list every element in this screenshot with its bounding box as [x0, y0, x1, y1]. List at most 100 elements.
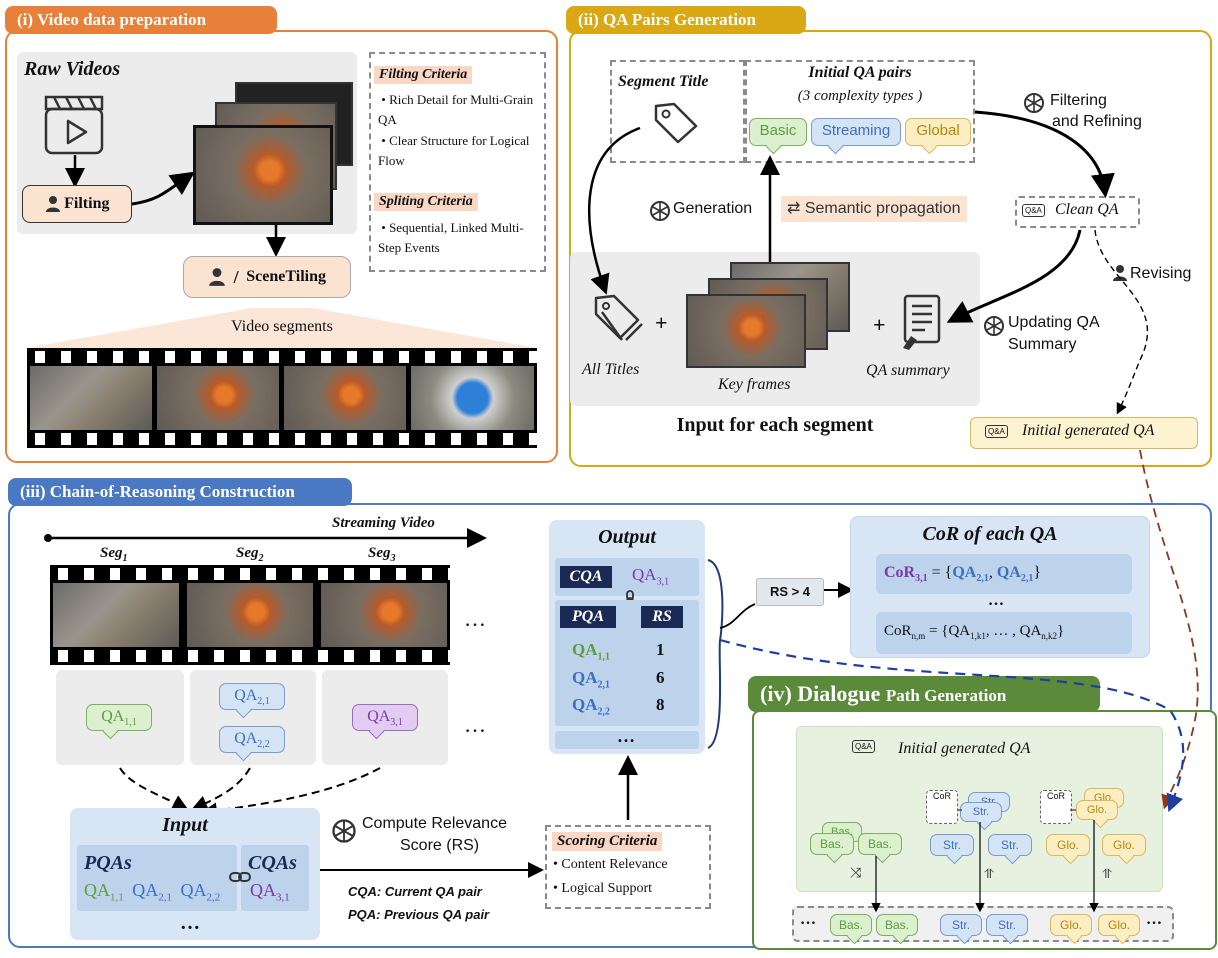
clean-qa-label: Clean QA — [1055, 201, 1119, 218]
output-dots: … — [617, 726, 635, 746]
pqa-list: QA1,1 QA2,1 QA2,2 — [84, 880, 220, 904]
filtering-label: Filtering — [1050, 92, 1107, 109]
cor-dots: … — [988, 592, 1004, 609]
spliting-criterion-1: • Sequential, Linked Multi-Step Events — [378, 220, 524, 255]
semantic-text: Semantic propagation — [804, 200, 961, 217]
dialogue-initial-qa-label: Initial generated QA — [898, 740, 1031, 757]
spliting-criteria-title: Spliting Criteria — [374, 193, 478, 211]
cor-chain-str: CoR — [926, 790, 958, 824]
cqas-label: CQAs — [248, 852, 297, 874]
and-refining-label: and Refining — [1052, 113, 1142, 130]
compute-relevance-label: Compute Relevance — [362, 815, 507, 832]
initial-generated-qa-box — [970, 417, 1198, 449]
initial-qa-box — [745, 60, 975, 163]
str-bubble-1: Str. — [930, 834, 974, 856]
rs-header: RS — [641, 606, 683, 628]
summary-label: Summary — [1008, 336, 1077, 353]
panel-title-video-data-preparation: (i) Video data preparation — [5, 6, 277, 34]
qa-summary-label: QA summary — [866, 362, 950, 379]
path-str-2: Str. — [986, 914, 1028, 936]
fc-item-2-text: Clear Structure for Logical Flow — [378, 133, 530, 168]
pqas-box — [77, 845, 237, 911]
panel-title-chain-of-reasoning: (iii) Chain-of-Reasoning Construction — [8, 478, 352, 506]
panel-video-data-preparation — [5, 30, 558, 463]
video-segments-filmstrip — [27, 348, 537, 448]
qa-1-1-bubble: QA1,1 — [86, 704, 152, 731]
segments-filmstrip — [50, 565, 450, 665]
pqa-item-1: QA1,1 — [84, 880, 124, 904]
streaming-video-label: Streaming Video — [332, 515, 435, 531]
output-row-1-rs: 1 — [656, 640, 665, 659]
filting-button[interactable]: Filting — [22, 185, 132, 223]
dialogue-title-b: Path Generation — [885, 686, 1007, 705]
cor-tag-str: CoR — [932, 791, 951, 801]
str-bubble-2: Str. — [988, 834, 1032, 856]
sort-icon: ⥣ — [984, 866, 994, 881]
cor-chain-glo: CoR — [1040, 790, 1072, 824]
bas-bubble-2: Bas. — [858, 833, 902, 855]
segment-thumb-1 — [30, 366, 152, 430]
video-frame-front — [193, 125, 333, 225]
pqas-label: PQAs — [84, 852, 132, 874]
sort-icon: ⥣ — [1102, 866, 1112, 881]
seg-1-thumb — [53, 583, 179, 647]
pqa-item-2: QA2,1 — [132, 880, 172, 904]
qa-chat-icon: Q&A — [1022, 204, 1045, 217]
scenetiling-label: SceneTiling — [246, 268, 326, 285]
cor-row-1-text: CoR3,1 = {QA2,1, QA2,1} — [884, 564, 1041, 585]
qa-2-1-bubble: QA2,1 — [219, 683, 285, 710]
shuffle-icon: ⤨ — [850, 864, 862, 880]
filting-criteria-title: Filting Criteria — [374, 66, 473, 84]
cor-row-2 — [876, 612, 1132, 654]
document-pen-icon — [897, 292, 947, 352]
swap-icon: ⇄ — [787, 200, 805, 217]
pqa-item-3: QA2,2 — [180, 880, 221, 904]
seg-3-thumb — [321, 583, 447, 647]
plus-sign-1: + — [655, 310, 668, 335]
output-row-2-qa: QA2,1 — [572, 668, 610, 691]
plus-sign-2: + — [873, 312, 886, 337]
scenetiling-button[interactable]: / SceneTiling — [183, 256, 351, 298]
cor-row-1 — [876, 554, 1132, 594]
initial-generated-qa-label: Initial generated QA — [1022, 422, 1155, 439]
openai-logo-icon — [1022, 91, 1046, 115]
seg-2-thumb — [187, 583, 313, 647]
output-more-row — [555, 731, 699, 749]
chain-link-icon — [229, 870, 251, 884]
cor-title: CoR of each QA — [922, 523, 1058, 545]
all-titles-label: All Titles — [582, 361, 640, 378]
openai-logo-icon — [982, 314, 1006, 338]
cqa-definition: CQA: Current QA pair — [348, 884, 482, 899]
input-each-segment-label: Input for each segment — [676, 414, 874, 436]
path-bas-1: Bas. — [830, 914, 872, 936]
user-icon — [208, 267, 226, 287]
output-row-1-qa: QA1,1 — [572, 640, 610, 663]
rs-threshold-box: RS > 4 — [756, 578, 824, 606]
cqas-box — [241, 845, 309, 911]
raw-videos-label: Raw Videos — [24, 58, 121, 80]
criteria-box — [369, 52, 546, 272]
qa-chat-icon: Q&A — [852, 740, 875, 753]
streaming-bubble: Streaming — [811, 118, 901, 146]
dialogue-title-a: (iv) Dialogue — [760, 681, 881, 706]
fc-item-1-text: Rich Detail for Multi-Grain QA — [378, 92, 534, 127]
initial-qa-label: Initial QA pairs — [808, 64, 912, 81]
slash-label: / — [233, 267, 239, 287]
basic-bubble: Basic — [749, 118, 807, 146]
sc-item-1-text: Sequential, Linked Multi-Step Events — [378, 220, 524, 255]
segment-thumb-2 — [157, 366, 279, 430]
key-frames-label: Key frames — [718, 376, 791, 393]
glo-bubble-cor: Glo. — [1076, 800, 1118, 820]
revising-label: Revising — [1130, 265, 1192, 282]
qa-3-1-bubble: QA3,1 — [352, 704, 418, 731]
scoring-item-1-text: Content Relevance — [561, 857, 668, 872]
segment-thumb-3 — [284, 366, 406, 430]
output-cqa-value: QA3,1 — [632, 565, 670, 588]
tag-icon — [650, 98, 702, 146]
cor-tag-glo: CoR — [1046, 791, 1065, 801]
glo-bubble-2: Glo. — [1102, 834, 1146, 856]
filting-criterion-1: • Rich Detail for Multi-Grain QA — [378, 92, 534, 127]
